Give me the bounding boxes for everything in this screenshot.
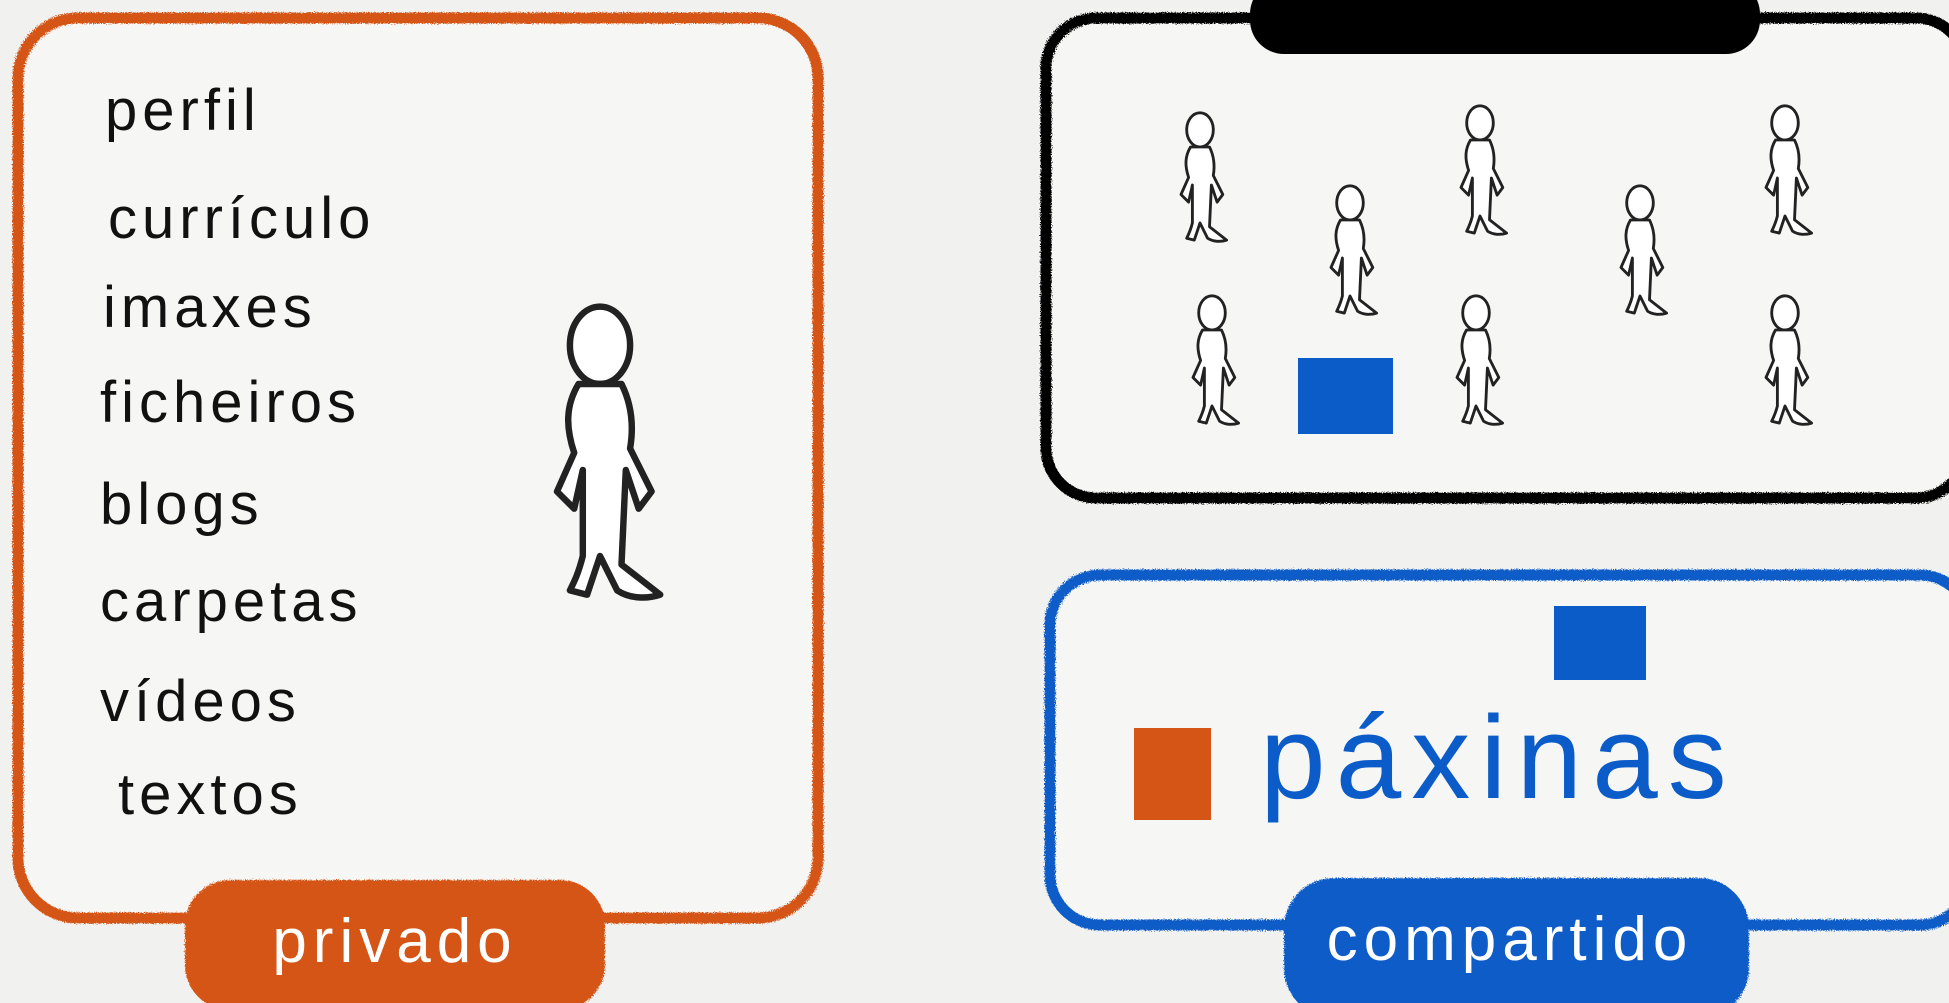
private-item-imaxes: imaxes [103,275,317,340]
private-item-blogs: blogs [100,472,264,537]
blue-square-bottom [1554,606,1646,680]
group-header-bar [1250,0,1760,54]
private-badge [185,880,605,1003]
group-box [1040,12,1949,504]
private-item-list: perfil currículo imaxes ficheiros blogs … [100,78,375,827]
orange-square [1134,728,1211,820]
shared-badge [1284,878,1749,1003]
shared-badge-label: compartido [1327,905,1694,974]
private-item-videos: vídeos [100,669,301,734]
private-item-ficheiros: ficheiros [100,370,361,435]
private-item-perfil: perfil [105,78,261,143]
private-item-textos: textos [118,762,303,827]
private-badge-label: privado [272,907,517,976]
blue-square-top [1298,358,1393,434]
pages-label: páxinas [1260,692,1737,824]
private-item-carpetas: carpetas [100,569,362,634]
private-item-curriculo: currículo [108,186,375,251]
